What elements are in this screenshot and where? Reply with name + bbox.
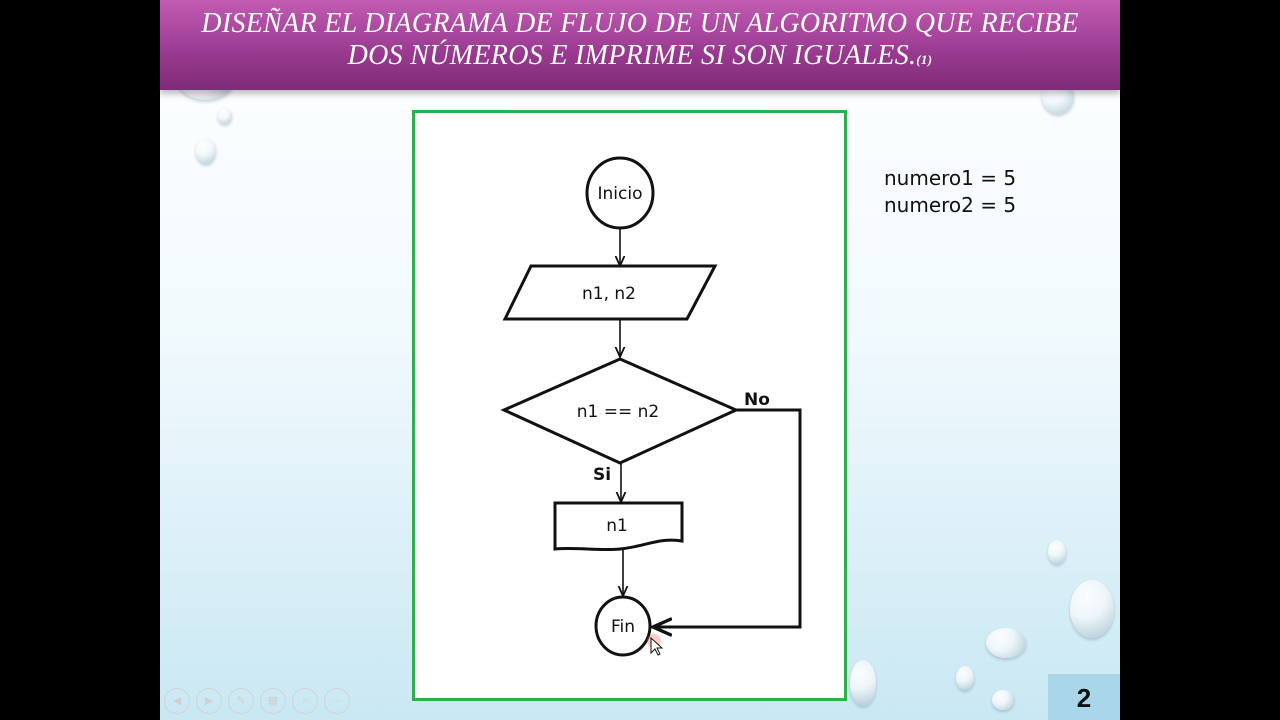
slides-icon[interactable]: ▦ <box>260 688 286 714</box>
no-label: No <box>744 390 770 410</box>
title-bar: DISEÑAR EL DIAGRAMA DE FLUJO DE UN ALGOR… <box>160 0 1120 90</box>
input-label: n1, n2 <box>582 284 636 304</box>
end-terminal <box>594 595 652 657</box>
zoom-icon[interactable]: ⌕ <box>292 688 318 714</box>
title-note: (1) <box>916 52 933 67</box>
output-document <box>553 501 684 552</box>
next-icon[interactable]: ▶ <box>196 688 222 714</box>
water-drop <box>992 690 1014 710</box>
slide: DISEÑAR EL DIAGRAMA DE FLUJO DE UN ALGOR… <box>160 0 1120 720</box>
decision-label: n1 == n2 <box>577 402 659 422</box>
flowchart: Inicio n1, n2 n1 == n2 No Si n1 Fin <box>500 156 802 657</box>
water-drop <box>986 628 1026 658</box>
previous-icon[interactable]: ◀ <box>164 688 190 714</box>
water-drop <box>1070 580 1114 638</box>
more-icon[interactable]: ⋯ <box>324 688 350 714</box>
variable-numero2: numero2 = 5 <box>884 193 1017 217</box>
title-line-2: DOS NÚMEROS E IMPRIME SI SON IGUALES.(1) <box>160 40 1120 76</box>
slideshow-nav: ◀ ▶ ✎ ▦ ⌕ ⋯ <box>164 688 350 714</box>
decision-diamond <box>500 357 740 465</box>
yes-label: Si <box>593 465 611 485</box>
water-drop <box>850 660 876 706</box>
water-drop <box>196 138 216 164</box>
start-label: Inicio <box>598 184 643 204</box>
variable-numero1: numero1 = 5 <box>884 166 1017 190</box>
end-label: Fin <box>611 617 635 637</box>
flowchart-frame: Inicio n1, n2 n1 == n2 No Si n1 Fin <box>412 110 847 701</box>
output-label: n1 <box>606 516 628 536</box>
pen-icon[interactable]: ✎ <box>228 688 254 714</box>
page-number: 2 <box>1048 674 1120 720</box>
water-drop <box>218 108 232 124</box>
water-drop <box>956 666 974 690</box>
title-line-2-text: DOS NÚMEROS E IMPRIME SI SON IGUALES. <box>347 40 917 71</box>
start-terminal <box>585 156 655 230</box>
water-drop <box>1048 540 1066 564</box>
input-parallelogram <box>502 264 718 321</box>
variables-panel: numero1 = 5 numero2 = 5 <box>884 165 1016 219</box>
slide-title: DISEÑAR EL DIAGRAMA DE FLUJO DE UN ALGOR… <box>160 8 1120 76</box>
connector-no-branch <box>653 408 802 627</box>
title-line-1: DISEÑAR EL DIAGRAMA DE FLUJO DE UN ALGOR… <box>201 8 1079 39</box>
mouse-cursor-icon <box>647 634 664 656</box>
